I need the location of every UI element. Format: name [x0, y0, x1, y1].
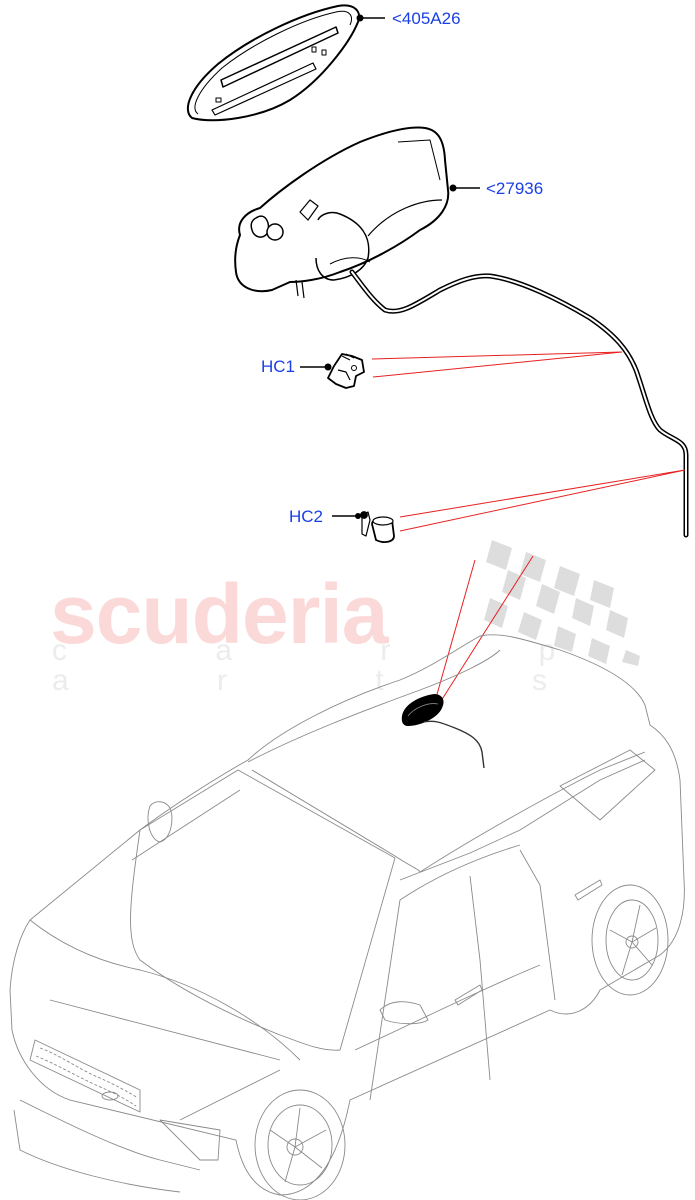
harness-clip-1-part: [327, 353, 365, 389]
leader-lines: [371, 351, 686, 713]
antenna-base-part: [234, 126, 450, 299]
callout-405A26[interactable]: <405A26: [392, 9, 461, 28]
callout-HC2[interactable]: HC2: [289, 507, 324, 526]
antenna-cable: [349, 269, 689, 538]
callout-HC1[interactable]: HC1: [261, 357, 296, 376]
watermark-brand: scuderia: [50, 567, 389, 661]
antenna-cover-part: [187, 4, 360, 122]
callout-27936[interactable]: <27936: [486, 179, 544, 198]
roof-antenna-location: [401, 694, 485, 769]
harness-clip-2-part: [360, 511, 395, 543]
